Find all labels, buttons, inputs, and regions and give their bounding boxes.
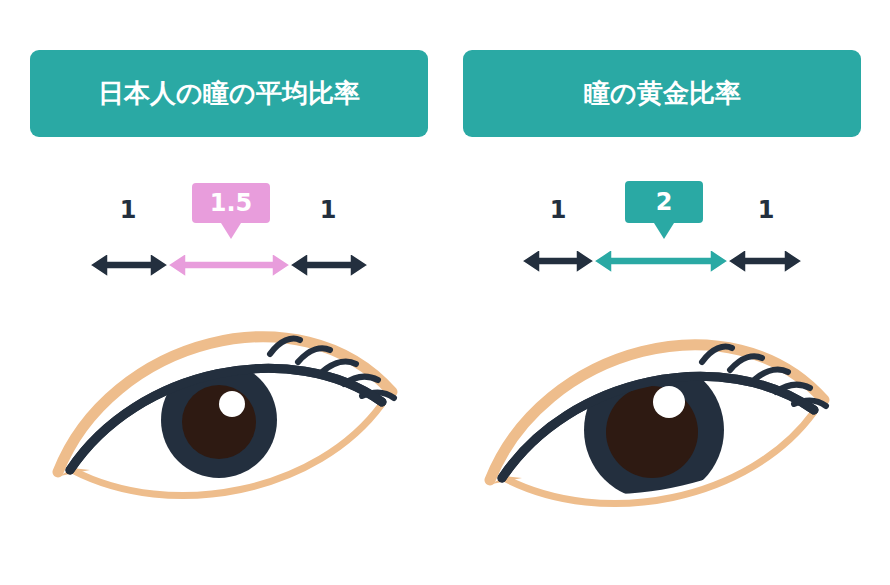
heading-text: 瞳の黄金比率 xyxy=(584,76,741,111)
ratio-value: 1.5 xyxy=(192,183,270,223)
ratio-number: 1 xyxy=(550,196,567,224)
ratio-number: 1 xyxy=(320,196,337,224)
value-callout: 1.5 xyxy=(192,183,270,239)
double-arrow xyxy=(594,249,728,273)
right-eye xyxy=(490,345,826,504)
ratio-value: 2 xyxy=(625,181,703,223)
double-arrow xyxy=(168,253,290,277)
ratio-number: 1 xyxy=(758,196,775,224)
title-band: 瞳の黄金比率 xyxy=(463,50,861,137)
double-arrow xyxy=(728,249,802,273)
left-eye xyxy=(58,337,394,496)
heading-text: 日本人の瞳の平均比率 xyxy=(98,76,360,111)
double-arrow xyxy=(290,253,368,277)
double-arrow xyxy=(90,253,168,277)
ratio-arrows xyxy=(90,249,802,277)
double-arrow xyxy=(522,249,594,273)
ratio-number: 1 xyxy=(120,196,137,224)
title-band: 日本人の瞳の平均比率 xyxy=(30,50,428,137)
value-callout: 2 xyxy=(625,181,703,239)
